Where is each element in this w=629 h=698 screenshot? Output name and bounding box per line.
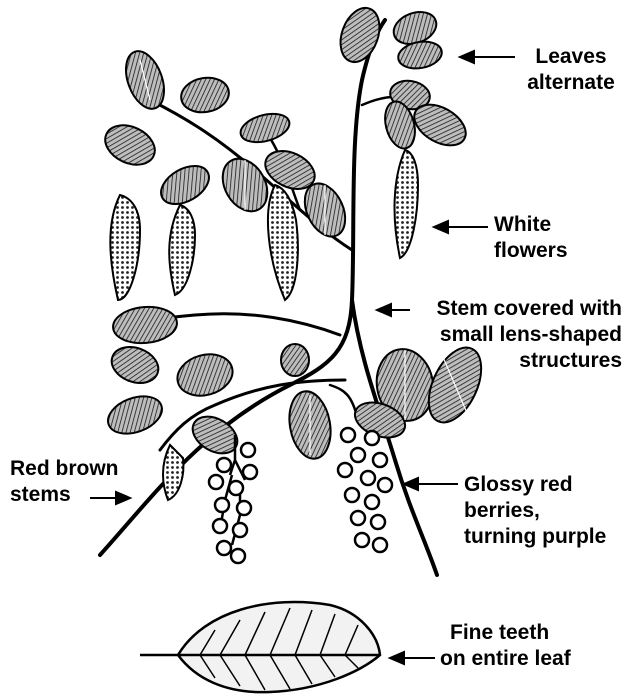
berry-icon [217, 458, 231, 472]
label-flowers-line2: flowers [494, 238, 568, 264]
label-red-stems-line1: Red brown [10, 456, 119, 482]
branch-berries-mid [330, 385, 358, 420]
berry-icon [365, 495, 379, 509]
arrow-left-icon [404, 478, 458, 490]
berry-icon [373, 453, 387, 467]
flower-cluster-icon [163, 445, 183, 500]
arrow-left-icon [460, 51, 515, 63]
berry-icon [217, 541, 231, 555]
label-stem-line2: small lens-shaped [412, 322, 622, 348]
label-berries: Glossy red berries, turning purple [464, 472, 606, 550]
berry-icon [345, 488, 359, 502]
leaf-icon [178, 602, 380, 692]
leaf-icon [107, 341, 164, 389]
leaf-icon [154, 158, 215, 212]
leaf-icon [103, 389, 167, 440]
label-stem: Stem covered with small lens-shaped stru… [412, 296, 622, 374]
berry-icon [229, 481, 243, 495]
berry-icon [361, 471, 375, 485]
berry-icon [233, 523, 247, 537]
label-leaves: Leaves alternate [518, 44, 624, 96]
leaf-icon [237, 109, 292, 147]
label-teeth: Fine teeth on entire leaf [440, 620, 571, 672]
label-leaves-line1: Leaves [518, 44, 624, 70]
label-berries-line1: Glossy red [464, 472, 606, 498]
leaf-icon [334, 3, 387, 68]
label-leaves-line2: alternate [518, 70, 624, 96]
berry-icon [378, 478, 392, 492]
label-berries-line2: berries, [464, 498, 606, 524]
berry-icon [237, 501, 251, 515]
arrow-left-icon [377, 304, 410, 316]
label-flowers-line1: White [494, 212, 568, 238]
berry-icon [373, 538, 387, 552]
label-stem-line1: Stem covered with [412, 296, 622, 322]
berry-icon [338, 463, 352, 477]
berry-icon [351, 511, 365, 525]
label-teeth-line1: Fine teeth [440, 620, 571, 646]
berry-icon [351, 448, 365, 462]
label-red-stems-line2: stems [10, 482, 119, 508]
flower-cluster-icon [395, 150, 418, 258]
berry-icon [213, 519, 227, 533]
berry-icon [243, 465, 257, 479]
berry-icon [355, 533, 369, 547]
label-teeth-line2: on entire leaf [440, 646, 571, 672]
leaf-icon [99, 118, 161, 173]
label-stem-line3: structures [412, 348, 622, 374]
flower-cluster-icon [169, 205, 195, 295]
arrow-left-icon [434, 221, 488, 233]
single-leaf [140, 602, 380, 692]
berry-icon [241, 443, 255, 457]
berry-cluster-right [338, 428, 392, 552]
berry-cluster-left [209, 435, 257, 563]
arrow-left-icon [390, 652, 435, 664]
berry-icon [209, 475, 223, 489]
leaf-icon [112, 304, 179, 345]
leaf-icon [173, 348, 237, 401]
leaf-icon [178, 74, 231, 116]
berry-icon [365, 431, 379, 445]
flower-cluster-icon [110, 195, 140, 300]
berry-icon [231, 549, 245, 563]
label-flowers: White flowers [494, 212, 568, 264]
label-berries-line3: turning purple [464, 524, 606, 550]
label-red-stems: Red brown stems [10, 456, 119, 508]
leaf-icon [281, 344, 309, 376]
berry-icon [341, 428, 355, 442]
berry-icon [371, 515, 385, 529]
berry-icon [215, 498, 229, 512]
